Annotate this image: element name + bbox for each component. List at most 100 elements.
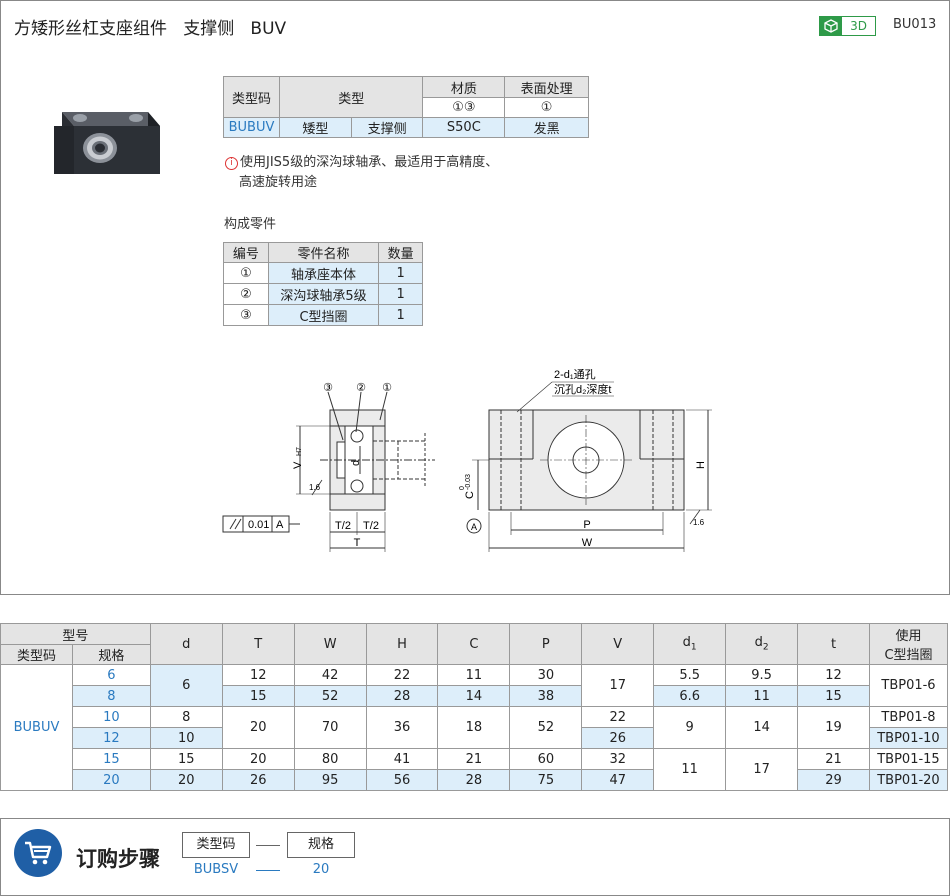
V-cell: 32 — [581, 748, 655, 770]
d-cell: 6 — [149, 664, 223, 707]
note-line-1: 使用JIS5级的深沟球轴承、最适用于高精度、 — [240, 155, 499, 170]
order-spec-box: 规格 — [287, 832, 355, 858]
V-cell: 47 — [581, 769, 655, 791]
use-header-line2: C型挡圈 — [884, 648, 933, 663]
model-header: 型号 — [0, 623, 151, 645]
table-row: 8 15 52 28 14 38 6.6 11 15 — [1, 685, 948, 707]
part-qty: 1 — [378, 262, 423, 284]
d-cell: 8 — [149, 706, 223, 728]
H-cell: 22 — [365, 664, 439, 686]
type-header: 类型 — [278, 76, 424, 118]
T-cell: 26 — [221, 769, 295, 791]
order-typecode-value: BUBSV — [193, 862, 239, 877]
V-cell: 17 — [581, 664, 655, 707]
typecode-header: 类型码 — [0, 644, 73, 665]
d-cell: 10 — [149, 727, 223, 749]
order-title: 订购步骤 — [76, 847, 160, 871]
t-cell: 21 — [797, 748, 870, 770]
dim-c-upper: 0 — [459, 486, 466, 490]
W-cell: 70 — [293, 706, 367, 749]
use-header-line1: 使用 — [895, 629, 922, 644]
T-cell: 12 — [221, 664, 295, 686]
callout-1: ① — [382, 382, 392, 394]
use-cell: TBP01-20 — [868, 769, 949, 791]
d1-cell: 6.6 — [653, 685, 727, 707]
d-cell: 15 — [149, 748, 223, 770]
T-cell: 20 — [221, 748, 295, 770]
C-cell: 28 — [437, 769, 511, 791]
parts-no-header: 编号 — [223, 242, 269, 263]
use-cell: TBP01-6 — [868, 664, 949, 707]
P-cell: 30 — [509, 664, 583, 686]
parts-name-header: 零件名称 — [267, 242, 380, 263]
table-row: BUBUV 6 6 12 42 22 11 30 17 5.5 9.5 12 T… — [0, 664, 949, 791]
T-cell: 15 — [221, 685, 295, 707]
d2-header: d2 — [725, 623, 799, 665]
W-cell: 42 — [293, 664, 367, 686]
typecode-header: 类型码 — [223, 76, 280, 118]
type-table: 类型码 类型 材质 表面处理 ①③ ① BUBUV 矮型 支撑侧 S50C 发黑 — [223, 76, 589, 138]
t-cell: 15 — [797, 685, 870, 707]
spec-header: 规格 — [71, 644, 151, 665]
part-qty: 1 — [378, 283, 423, 305]
V-cell: 22 — [581, 706, 655, 728]
C-cell: 14 — [437, 685, 511, 707]
product-image — [54, 112, 160, 174]
H-cell: 36 — [365, 706, 439, 749]
use-cell: TBP01-8 — [868, 706, 949, 728]
part-no: ① — [223, 262, 269, 284]
d2-header-main: d — [754, 635, 763, 651]
dim-t2-left: T/2 — [335, 520, 351, 532]
3d-model-button[interactable]: 3D — [819, 16, 876, 36]
dim-c-lower: -0.03 — [465, 474, 472, 490]
dim-t2-right: T/2 — [363, 520, 379, 532]
technical-drawing: ③ ② ① V H7 d 1.6 0.01 A T/2 T/2 T — [222, 368, 712, 552]
info-icon: i — [225, 157, 238, 170]
T-cell: 20 — [221, 706, 295, 749]
dim-v: V — [292, 461, 304, 469]
surface-cell: 发黑 — [504, 117, 589, 138]
d1-cell: 9 — [653, 706, 727, 749]
part-no: ③ — [223, 304, 269, 326]
dim-w: W — [582, 537, 593, 549]
3d-label: 3D — [850, 19, 867, 33]
use-cell: TBP01-10 — [868, 727, 949, 749]
spec-cell: 6 — [71, 664, 151, 686]
spec-cell: 12 — [71, 727, 151, 749]
d1-header-main: d — [682, 635, 691, 651]
order-divider — [256, 845, 280, 846]
note-line-2: 高速旋转用途 — [239, 175, 318, 190]
cart-icon — [14, 829, 62, 877]
dim-c: C — [464, 491, 476, 499]
W-cell: 52 — [293, 685, 367, 707]
H-cell: 28 — [365, 685, 439, 707]
table-row: ① 轴承座本体 1 — [223, 262, 423, 284]
dim-t: T — [354, 537, 361, 549]
dim-v-tol: H7 — [296, 447, 303, 456]
C-cell: 18 — [437, 706, 511, 749]
material-ref: ①③ — [422, 97, 506, 118]
spec-cell: 20 — [71, 769, 151, 791]
C-cell: 11 — [437, 664, 511, 686]
spec-cell: 15 — [71, 748, 151, 770]
roughness-front: 1.6 — [693, 518, 705, 527]
d2-cell: 17 — [725, 748, 799, 791]
tolerance-value: 0.01 — [248, 519, 269, 531]
V-header: V — [581, 623, 655, 665]
W-header: W — [293, 623, 367, 665]
table-row: 15 15 20 80 41 21 60 32 11 17 21 TBP01-1… — [1, 748, 949, 791]
t-cell: 12 — [797, 664, 870, 686]
typecode-cell: BUBUV — [223, 117, 280, 138]
type2-cell: 支撑侧 — [350, 117, 424, 138]
order-spec-value: 20 — [312, 862, 330, 877]
typecode-cell: BUBUV — [0, 664, 73, 791]
callout-2: ② — [356, 382, 366, 394]
surface-ref: ① — [504, 97, 589, 118]
W-cell: 80 — [293, 748, 367, 770]
part-no: ② — [223, 283, 269, 305]
use-header: 使用 C型挡圈 — [868, 623, 949, 665]
roughness-side: 1.6 — [309, 483, 321, 492]
use-cell: TBP01-15 — [868, 748, 949, 770]
cube-icon — [820, 17, 842, 35]
